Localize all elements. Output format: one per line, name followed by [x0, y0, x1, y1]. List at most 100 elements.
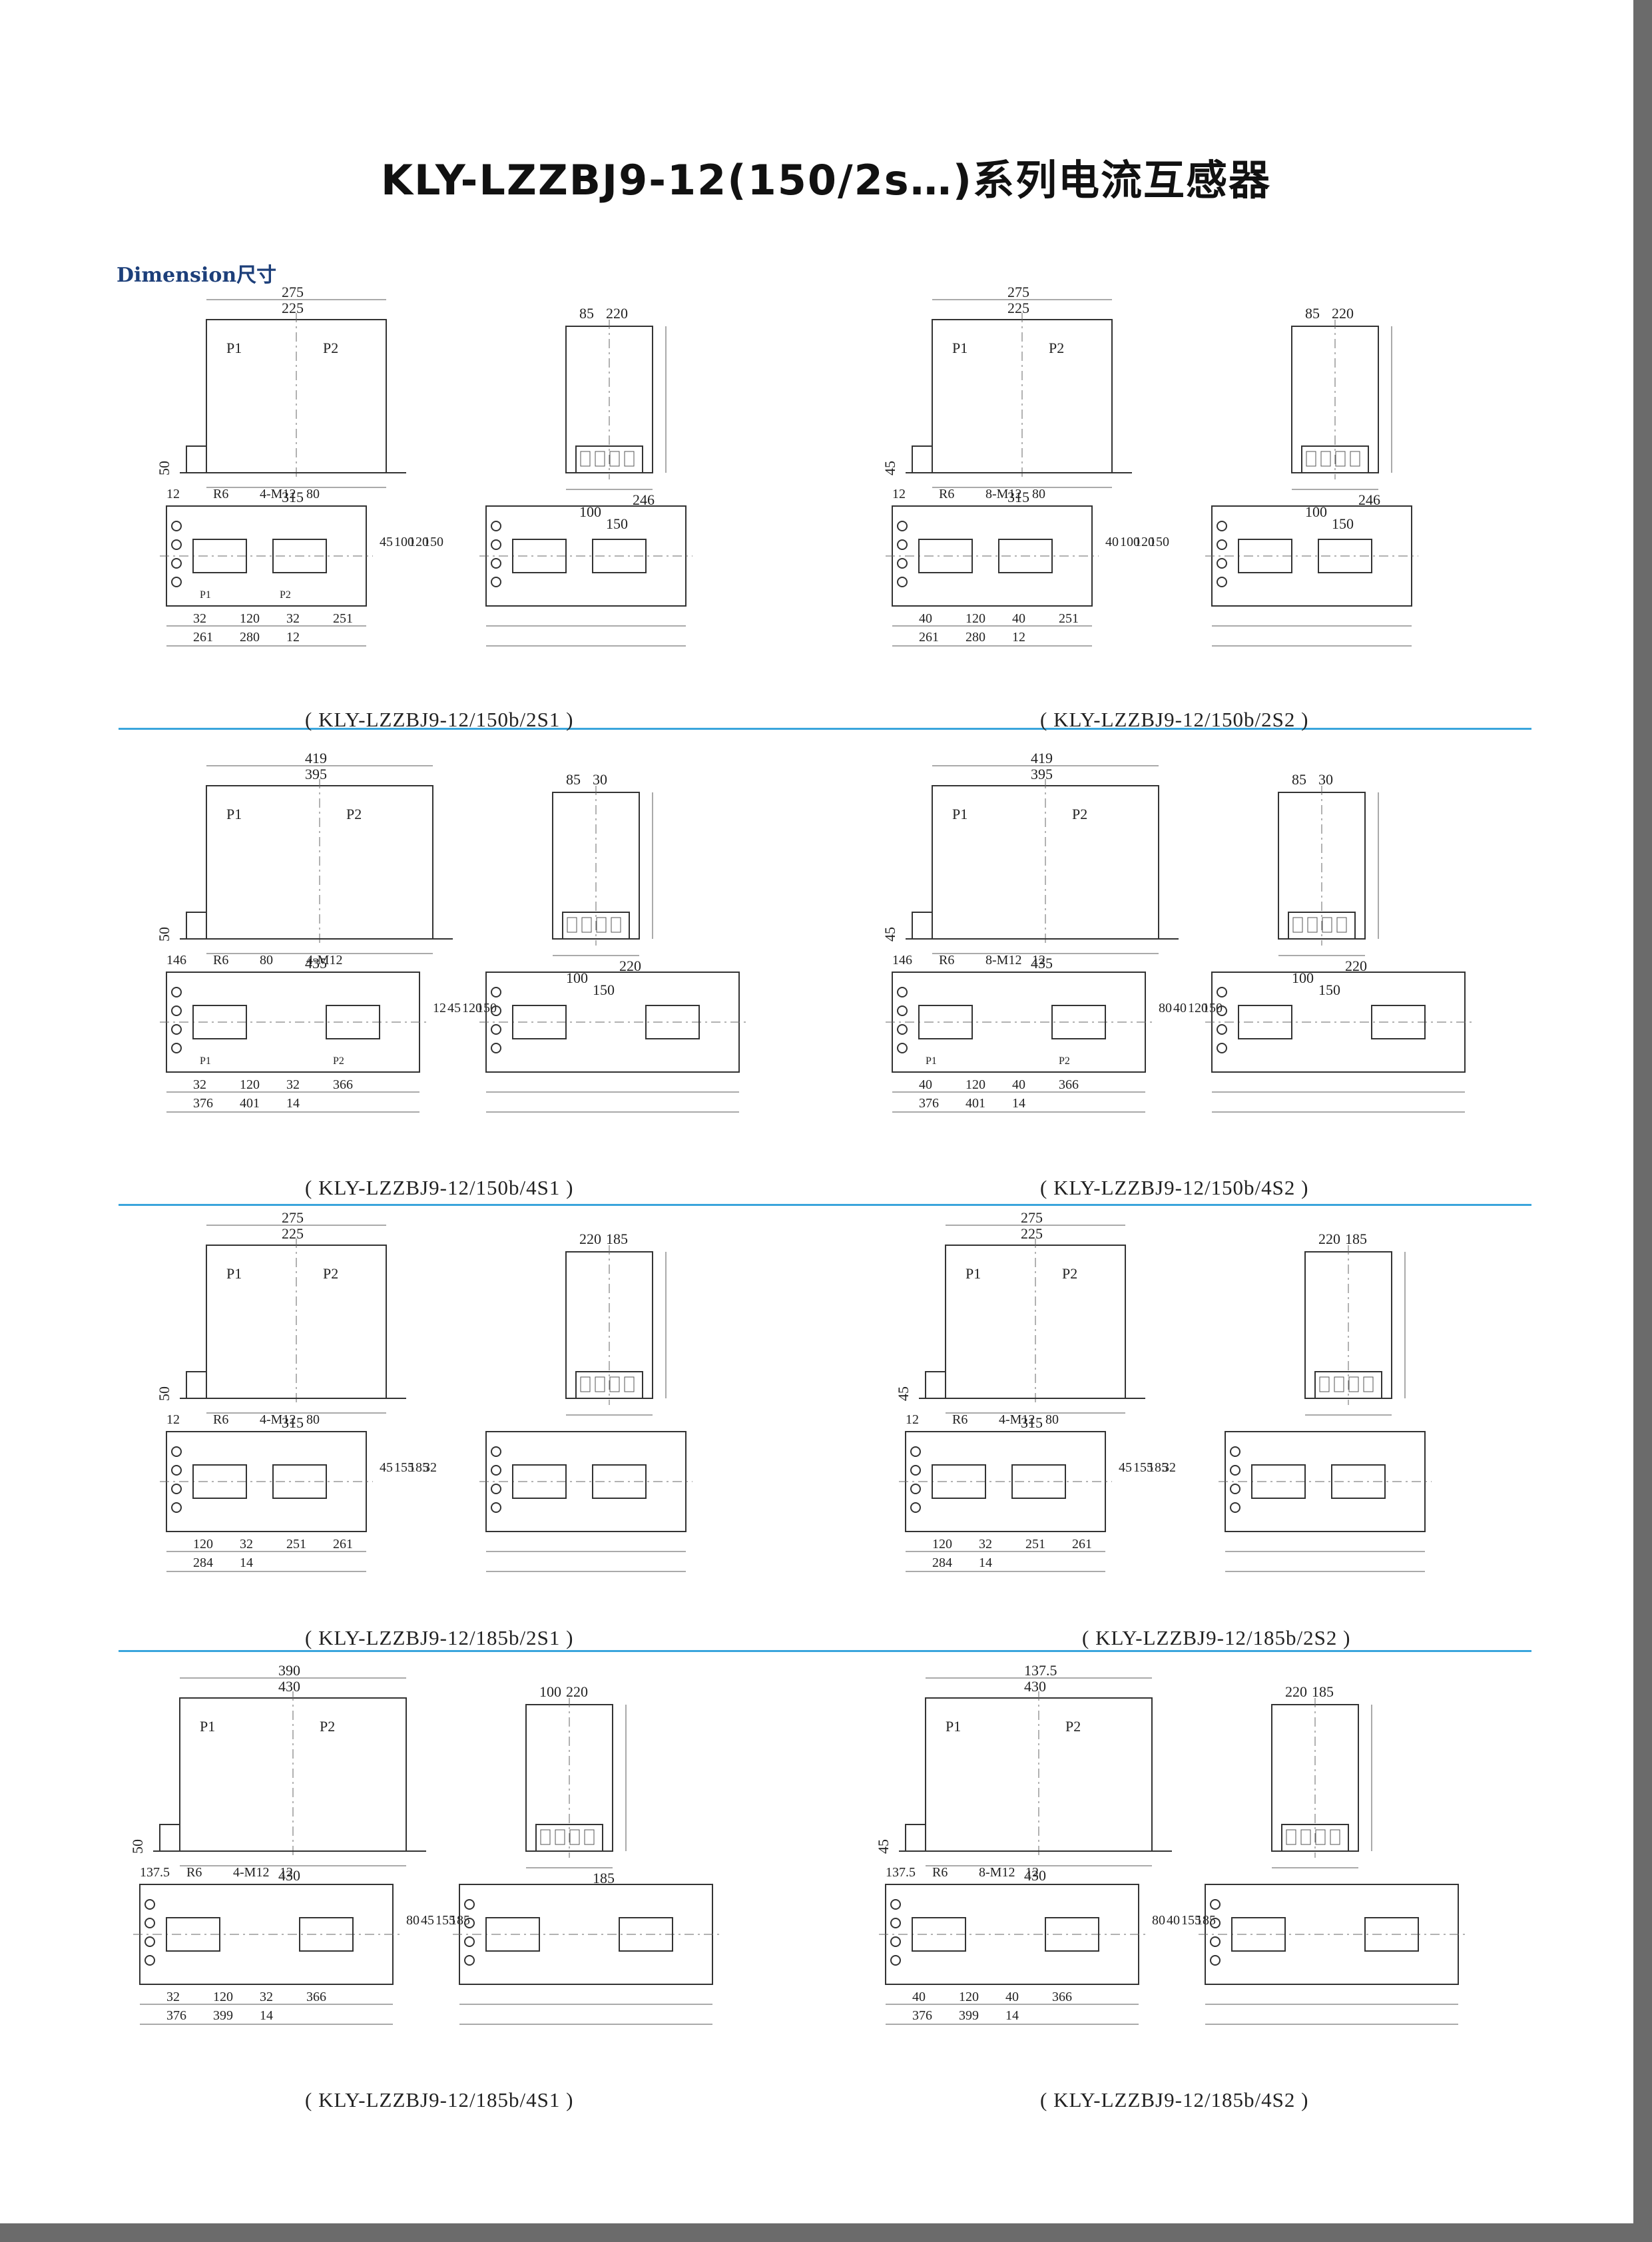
- dim-label: 225: [282, 1225, 304, 1242]
- dim-label: 430: [1024, 1678, 1046, 1695]
- drawing-caption: ( KLY-LZZBJ9-12/150b/2S2 ): [1040, 708, 1309, 731]
- dim-label: 280: [240, 630, 260, 645]
- dim-label: 376: [912, 2008, 932, 2023]
- dim-label: 32: [286, 611, 300, 626]
- dim-label: 14: [1005, 2008, 1019, 2023]
- drawing-caption: ( KLY-LZZBJ9-12/185b/4S1 ): [305, 2088, 574, 2111]
- dim-label: 251: [1025, 1537, 1045, 1551]
- dim-label: 32: [193, 1077, 206, 1092]
- dim-label: 40: [919, 1077, 932, 1092]
- dim-label: 395: [305, 766, 327, 782]
- dim-label: 4-M12: [233, 1865, 269, 1880]
- dim-label: 50: [156, 1386, 172, 1401]
- dim-label: 246: [633, 491, 655, 508]
- dim-label: 40: [1012, 611, 1025, 626]
- dim-label: 80: [260, 953, 273, 968]
- dim-label: R6: [932, 1865, 948, 1880]
- dim-label: 220: [579, 1231, 601, 1247]
- base-view-alt: [1205, 505, 1418, 647]
- dim-label: 120: [965, 1077, 985, 1092]
- dim-label: R6: [213, 1412, 228, 1427]
- dim-label: 251: [333, 611, 353, 626]
- dim-label: 40: [1005, 1990, 1019, 2004]
- dim-label: 401: [240, 1096, 260, 1111]
- dim-label: 275: [282, 284, 304, 300]
- dim-label: 366: [1052, 1990, 1072, 2004]
- dim-label: 146: [892, 953, 912, 968]
- terminal-label-p2: P2: [280, 589, 291, 601]
- terminal-label-p1: P1: [946, 1718, 961, 1735]
- dim-label: 80: [1045, 1412, 1059, 1427]
- dim-label: R6: [213, 953, 228, 968]
- dim-label: 32: [260, 1990, 273, 2004]
- dim-label: 85: [566, 771, 581, 788]
- dim-label: 32: [286, 1077, 300, 1092]
- dim-label: 150: [593, 981, 615, 998]
- dim-label: 12: [166, 487, 180, 501]
- dim-label: 32: [166, 1990, 180, 2004]
- dim-label: R6: [939, 953, 954, 968]
- dim-label: 45: [875, 1839, 892, 1854]
- dim-label: 12: [433, 1001, 446, 1015]
- dim-label: 14: [260, 2008, 273, 2023]
- dim-label: 4-M12: [999, 1412, 1035, 1427]
- base-view-alt: [1199, 1884, 1465, 2025]
- dim-label: 220: [1318, 1231, 1340, 1247]
- dim-label: 225: [1007, 300, 1029, 316]
- dim-label: 155: [435, 1913, 455, 1928]
- dim-label: 4-M12: [260, 487, 296, 501]
- dim-label: 30: [593, 771, 607, 788]
- terminal-label-p2: P2: [1049, 340, 1064, 356]
- terminal-label-p2: P2: [320, 1718, 335, 1735]
- dim-label: 251: [1059, 611, 1079, 626]
- row-separator: [119, 1650, 1531, 1652]
- dim-label: 45: [380, 535, 393, 549]
- dim-label: 150: [1318, 981, 1340, 998]
- terminal-label-p1: P1: [200, 1055, 211, 1067]
- terminal-label-p2: P2: [333, 1055, 344, 1067]
- dim-label: 137.5: [140, 1865, 170, 1880]
- dim-label: 185: [606, 1231, 628, 1247]
- terminal-label-p2: P2: [346, 806, 362, 822]
- dim-label: 399: [959, 2008, 979, 2023]
- dim-label: R6: [186, 1865, 202, 1880]
- dim-label: 120: [240, 611, 260, 626]
- dim-label: 14: [1012, 1096, 1025, 1111]
- dim-label: 315: [1021, 1414, 1043, 1431]
- dim-label: 40: [1105, 535, 1119, 549]
- dim-label: 150: [423, 535, 443, 549]
- dim-label: 220: [606, 305, 628, 322]
- dim-label: 12: [906, 1412, 919, 1427]
- dim-label: 280: [965, 630, 985, 645]
- dim-label: 150: [1149, 535, 1169, 549]
- dim-label: 155: [1181, 1913, 1201, 1928]
- dim-label: 275: [1007, 284, 1029, 300]
- dim-label: 120: [1188, 1001, 1208, 1015]
- drawing-caption: ( KLY-LZZBJ9-12/185b/2S1 ): [305, 1626, 574, 1649]
- base-view-alt: [479, 1431, 692, 1572]
- dim-label: 376: [919, 1096, 939, 1111]
- terminal-label-p1: P1: [200, 589, 211, 601]
- terminal-label-p1: P1: [226, 1265, 242, 1282]
- dim-label: 8-M12: [985, 487, 1021, 501]
- dim-label: 8-M12: [979, 1865, 1015, 1880]
- dim-label: 220: [619, 958, 641, 974]
- dim-label: 45: [447, 1001, 461, 1015]
- dim-label: 100: [1120, 535, 1140, 549]
- dim-label: 430: [278, 1867, 300, 1884]
- dim-label: 12: [286, 630, 300, 645]
